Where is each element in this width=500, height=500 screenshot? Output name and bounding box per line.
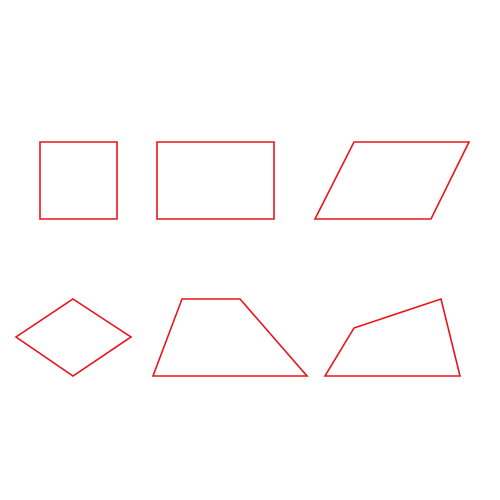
parallelogram-shape — [313, 141, 471, 220]
rectangle-shape — [156, 141, 275, 220]
square-shape — [39, 141, 118, 220]
irregular-quadrilateral-shape — [323, 297, 462, 377]
rhombus-shape — [14, 298, 133, 377]
trapezoid-shape — [151, 298, 309, 377]
shapes-layer — [14, 141, 471, 377]
